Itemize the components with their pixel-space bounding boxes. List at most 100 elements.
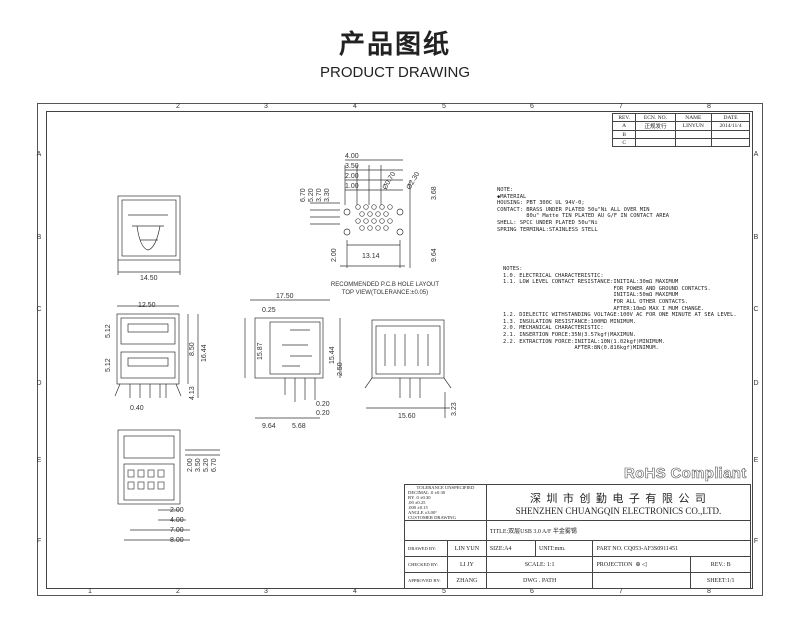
dimension-label: 4.13	[189, 386, 196, 400]
pcb-caption-line: TOP VIEW(TOLERANCE:±0.05)	[342, 290, 428, 296]
revision-field: REV.: B	[690, 556, 751, 573]
customer-drawing-label: CUSTOMER DRAWING	[408, 515, 456, 520]
drawn-by: LIN YUN	[447, 540, 487, 557]
zone-marker-bottom: 8	[707, 588, 711, 595]
zone-marker-top: 7	[619, 103, 623, 110]
zone-marker-bottom: 2	[176, 588, 180, 595]
page-title-cn: 产品图纸	[338, 30, 451, 60]
pcb-caption-line: RECOMMENDED P.C.B HOLE LAYOUT	[331, 282, 439, 288]
projection-field: PROJECTION ⊕ ◁	[592, 556, 692, 573]
dimension-label: 3.50	[345, 163, 359, 170]
zone-marker-bottom: 3	[264, 588, 268, 595]
electrical-mechanical-notes: NOTES: 1.0. ELECTRICAL CHARACTERISTIC: 1…	[503, 266, 737, 352]
approved-by: ZHANG	[447, 572, 487, 589]
dimension-label: 15.87	[257, 342, 264, 360]
dimension-label: 16.44	[201, 344, 208, 362]
tolerance-title: TOLERANCE UNSPECIFIED	[416, 485, 475, 490]
tolerance-row: BY .0 ±0.30	[408, 495, 431, 500]
pcb-layout-caption: RECOMMENDED P.C.B HOLE LAYOUT TOP VIEW(TO…	[331, 282, 439, 296]
dimension-label: 2.50	[337, 362, 344, 376]
zone-marker-bottom: 6	[530, 588, 534, 595]
dimension-label: 0.20	[316, 410, 330, 417]
dimension-label: 2.00	[331, 248, 338, 262]
drawing-title: TITLE:双层USB 3.0 A/F 半金雾锡	[485, 520, 752, 541]
rohs-compliant-mark: RoHS Compliant	[624, 465, 747, 483]
dimension-label: 5.20	[203, 458, 210, 472]
dimension-label: 3.23	[451, 402, 458, 416]
page-title-en: PRODUCT DRAWING	[320, 64, 470, 81]
company-name-en: SHENZHEN CHUANGQIN ELECTRONICS CO.,LTD.	[515, 505, 722, 516]
rev-cell: C	[611, 138, 637, 147]
drawn-label: DRAWED BY:	[404, 540, 448, 557]
dimension-label: 6.70	[211, 458, 218, 472]
dimension-label: 5.20	[308, 188, 315, 202]
dimension-label: 3.70	[316, 188, 323, 202]
tolerance-row: DECIMAL .0 ±0.30	[408, 490, 446, 495]
zone-marker-bottom: 7	[619, 588, 623, 595]
zone-marker-top: 4	[353, 103, 357, 110]
zone-marker-top: 5	[442, 103, 446, 110]
unit-field: UNIT:mm.	[534, 540, 594, 557]
dimension-label: 15.44	[329, 346, 336, 364]
dimension-label: 2.00	[345, 173, 359, 180]
dimension-label: 5.12	[105, 324, 112, 338]
zone-marker-bottom: 1	[88, 588, 92, 595]
material-notes: NOTE: ◆MATERIAL HOUSING: PBT 300C UL 94V…	[497, 187, 670, 233]
checked-by: LI JY	[447, 556, 487, 573]
revision-table: REV. ECN. NO. NAME DATE A 正规发行 LINYUN 20…	[611, 113, 750, 147]
zone-marker-left: B	[36, 234, 42, 241]
dimension-label: 2.00	[170, 507, 184, 514]
bottom-view-drawing	[117, 429, 220, 541]
dimension-label: 3.30	[324, 188, 331, 202]
rev-cell	[711, 138, 750, 147]
dimension-label: Ø0.70	[382, 171, 398, 191]
dimension-label: 8.50	[189, 342, 196, 356]
projection-label: PROJECTION	[596, 562, 633, 568]
zone-marker-left: E	[36, 457, 42, 464]
zone-marker-top: 3	[264, 103, 268, 110]
dimension-label: 6.70	[300, 188, 307, 202]
dimension-label: 15.60	[398, 413, 416, 420]
dimension-label: Ø2.30	[406, 171, 422, 191]
part-number: PART NO. CQ053-AF3S0911451	[592, 540, 751, 557]
zone-marker-right: C	[753, 306, 759, 313]
zone-marker-left: A	[36, 151, 42, 158]
dimension-label: 13.14	[362, 253, 380, 260]
drawing-inner-border	[46, 111, 753, 589]
pcb-hole-layout-drawing	[310, 159, 411, 268]
table-row: C	[611, 138, 750, 147]
dwg-path-field: DWG . PATH	[485, 572, 594, 589]
zone-marker-top: 6	[530, 103, 534, 110]
table-row: A 正规发行 LINYUN 2014/11/4	[611, 121, 750, 131]
zone-marker-bottom: 4	[353, 588, 357, 595]
dimension-label: 17.50	[276, 293, 294, 300]
company-name-cn: 深 圳 市 创 勤 电 子 有 限 公 司	[529, 491, 707, 505]
projection-symbol-icon: ⊕ ◁	[635, 562, 647, 568]
dimension-label: 9.64	[431, 248, 438, 262]
dimension-label: 2.00	[187, 458, 194, 472]
dimension-label: 0.20	[316, 401, 330, 408]
dimension-label: 1.00	[345, 183, 359, 190]
zone-marker-bottom: 5	[442, 588, 446, 595]
tolerance-row: .00 ±0.25	[408, 500, 426, 505]
zone-marker-top: 8	[707, 103, 711, 110]
dimension-label: 5.68	[292, 423, 306, 430]
tolerance-row: .000 ±0.15	[408, 505, 428, 510]
tolerance-row: ANGLE ±3.00°	[408, 510, 438, 515]
dimension-label: 0.25	[262, 307, 276, 314]
dimension-label: 8.00	[170, 537, 184, 544]
zone-marker-right: D	[753, 380, 759, 387]
zone-marker-left: F	[36, 538, 42, 545]
dimension-label: 9.64	[262, 423, 276, 430]
zone-marker-left: C	[36, 306, 42, 313]
rev-cell	[674, 138, 713, 147]
approved-label: APPROVED BY:	[404, 572, 448, 589]
drawing-sheet-frame	[37, 103, 763, 596]
dimension-label: 5.12	[105, 358, 112, 372]
dimension-label: 14.50	[140, 275, 158, 282]
rear-view-drawing	[364, 319, 452, 418]
sheet-field: SHEET:1/1	[690, 572, 751, 589]
